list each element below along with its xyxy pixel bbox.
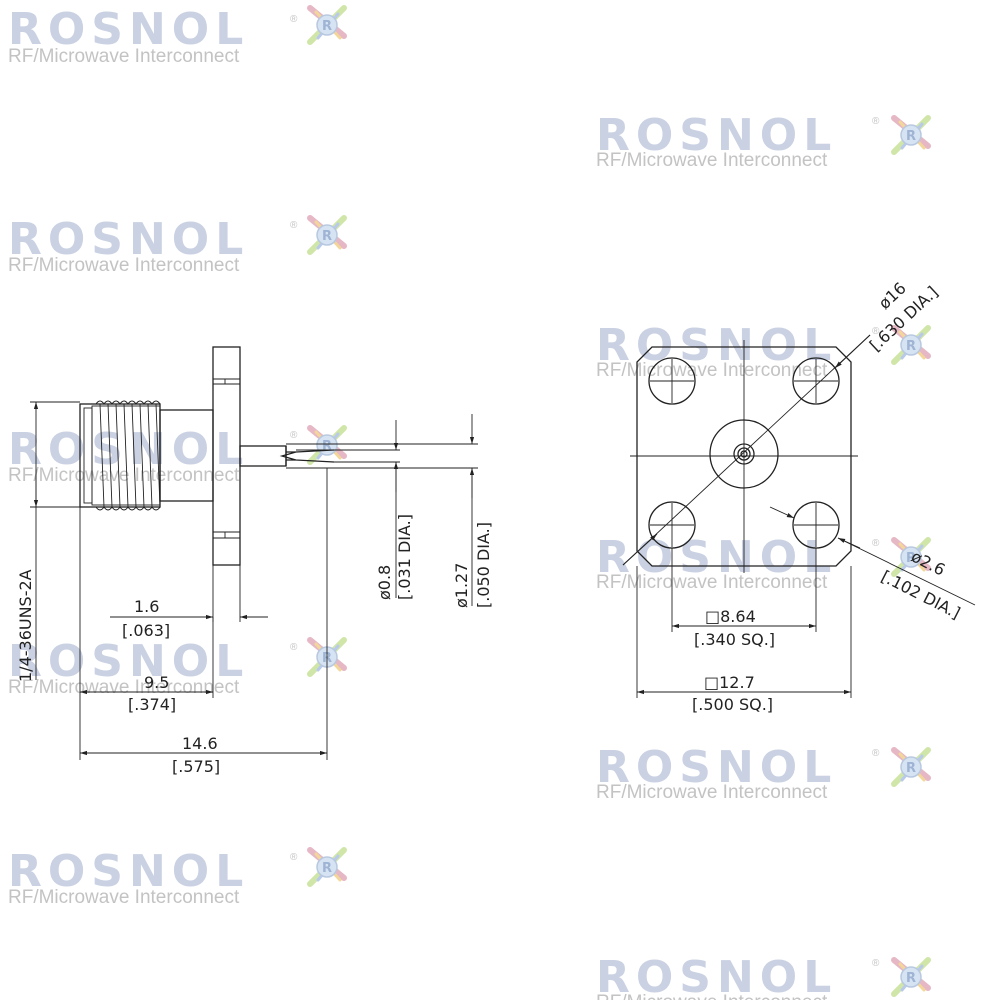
flange-size-in: [.500 SQ.] — [692, 695, 773, 714]
watermark-logo: ROSNOL ® RF/Microwave Interconnect — [8, 636, 344, 698]
watermark-logo: ROSNOL ® RF/Microwave Interconnect — [8, 214, 344, 276]
watermark-logo-icon — [310, 428, 344, 462]
pin-diameter-dimension: ø0.8 [.031 DIA.] — [334, 420, 414, 600]
thread-len-mm: 9.5 — [144, 673, 169, 692]
threaded-section — [79, 400, 161, 511]
thread-length-dimension: 9.5 [.374] — [79, 507, 214, 760]
watermark-logo: ROSNOL ® RF/Microwave Interconnect — [596, 742, 928, 803]
watermark-tagline: RF/Microwave Interconnect — [596, 360, 828, 381]
watermark-logo-icon — [894, 118, 928, 152]
watermark-registered: ® — [872, 958, 880, 969]
watermark-brand: ROSNOL — [596, 952, 837, 1000]
watermark-registered: ® — [290, 220, 298, 231]
watermark-logo: ROSNOL ® RF/Microwave Interconnect — [596, 532, 928, 593]
watermark-tagline: RF/Microwave Interconnect — [596, 992, 828, 1000]
watermark-brand: ROSNOL — [596, 320, 837, 371]
pin-dia-mm: ø0.8 — [375, 565, 394, 600]
overall-len-mm: 14.6 — [182, 734, 218, 753]
watermark-logo-icon — [894, 750, 928, 784]
thread-label: 1/4-36UNS-2A — [16, 569, 35, 682]
watermark-logo: ROSNOL ® RF/Microwave Interconnect — [596, 110, 928, 171]
watermark-brand: ROSNOL — [8, 846, 249, 897]
hole-dia-mm: ø2.6 — [908, 547, 948, 580]
watermark-tagline: RF/Microwave Interconnect — [8, 255, 240, 276]
watermark-brand: ROSNOL — [8, 636, 249, 687]
dielectric-diameter-dimension: ø1.27 [.050 DIA.] — [286, 414, 493, 608]
hole-dia-in: [.102 DIA.] — [878, 567, 963, 623]
watermark-brand: ROSNOL — [8, 214, 249, 265]
watermark-brand: ROSNOL — [596, 742, 837, 793]
overall-len-in: [.575] — [172, 757, 220, 776]
flange-front — [636, 346, 852, 567]
watermark-registered: ® — [290, 642, 298, 653]
mounting-holes — [648, 357, 840, 549]
hole-spacing-mm: □8.64 — [705, 607, 756, 626]
watermark-tagline: RF/Microwave Interconnect — [8, 465, 240, 486]
watermark-brand: ROSNOL — [596, 532, 837, 583]
watermark-brand: ROSNOL — [596, 110, 837, 161]
watermark-registered: ® — [872, 748, 880, 759]
watermark-registered: ® — [290, 430, 298, 441]
flange-thickness-dimension: 1.6 [.063] — [110, 565, 268, 640]
mounting-hole — [648, 357, 696, 405]
mounting-hole — [792, 357, 840, 405]
watermark-registered: ® — [872, 326, 880, 337]
thread-dimension: 1/4-36UNS-2A — [16, 401, 80, 682]
watermark-logo-icon — [310, 8, 344, 42]
flange-size-dimension: □12.7 [.500 SQ.] — [636, 566, 852, 714]
flange-thk-in: [.063] — [122, 621, 170, 640]
thread-len-in: [.374] — [128, 695, 176, 714]
center-boss — [709, 419, 779, 489]
side-view: 1/4-36UNS-2A ø0.8 [.031 DIA.] ø1.27 [.05… — [16, 346, 493, 776]
watermark-logo-icon — [894, 960, 928, 994]
watermark-registered: ® — [290, 14, 298, 25]
watermark-tagline: RF/Microwave Interconnect — [596, 150, 828, 171]
center-pin — [239, 445, 335, 467]
watermark-registered: ® — [872, 538, 880, 549]
flange-thk-mm: 1.6 — [134, 597, 159, 616]
watermark-tagline: RF/Microwave Interconnect — [8, 887, 240, 908]
dielectric-dia-in: [.050 DIA.] — [474, 522, 493, 608]
pin-dia-in: [.031 DIA.] — [395, 514, 414, 600]
hole-spacing-in: [.340 SQ.] — [694, 630, 775, 649]
flange-size-mm: □12.7 — [704, 673, 755, 692]
watermark-tagline: RF/Microwave Interconnect — [8, 46, 240, 67]
dielectric-dia-mm: ø1.27 — [452, 563, 471, 608]
watermark-logo: ROSNOL ® RF/Microwave Interconnect — [8, 424, 344, 486]
watermark-registered: ® — [290, 852, 298, 863]
overall-length-dimension: 14.6 [.575] — [80, 468, 328, 776]
watermark-brand: ROSNOL — [8, 4, 249, 55]
watermark-registered: ® — [872, 116, 880, 127]
watermark-logo-icon — [310, 218, 344, 252]
watermark-logo: ROSNOL ® RF/Microwave Interconnect — [8, 846, 344, 908]
watermark-logo: ROSNOL ® RF/Microwave Interconnect — [8, 4, 344, 67]
watermark-logo-icon — [310, 850, 344, 884]
watermark-logo: ROSNOL ® RF/Microwave Interconnect — [596, 320, 928, 381]
watermark-logo: ROSNOL ® RF/Microwave Interconnect — [596, 952, 928, 1000]
watermark-tagline: RF/Microwave Interconnect — [596, 782, 828, 803]
watermark-layer: ROSNOL ® RF/Microwave Interconnect ROSNO… — [8, 4, 928, 1000]
watermark-tagline: RF/Microwave Interconnect — [8, 677, 240, 698]
watermark-tagline: RF/Microwave Interconnect — [596, 572, 828, 593]
hole-spacing-dimension: □8.64 [.340 SQ.] — [671, 548, 817, 649]
